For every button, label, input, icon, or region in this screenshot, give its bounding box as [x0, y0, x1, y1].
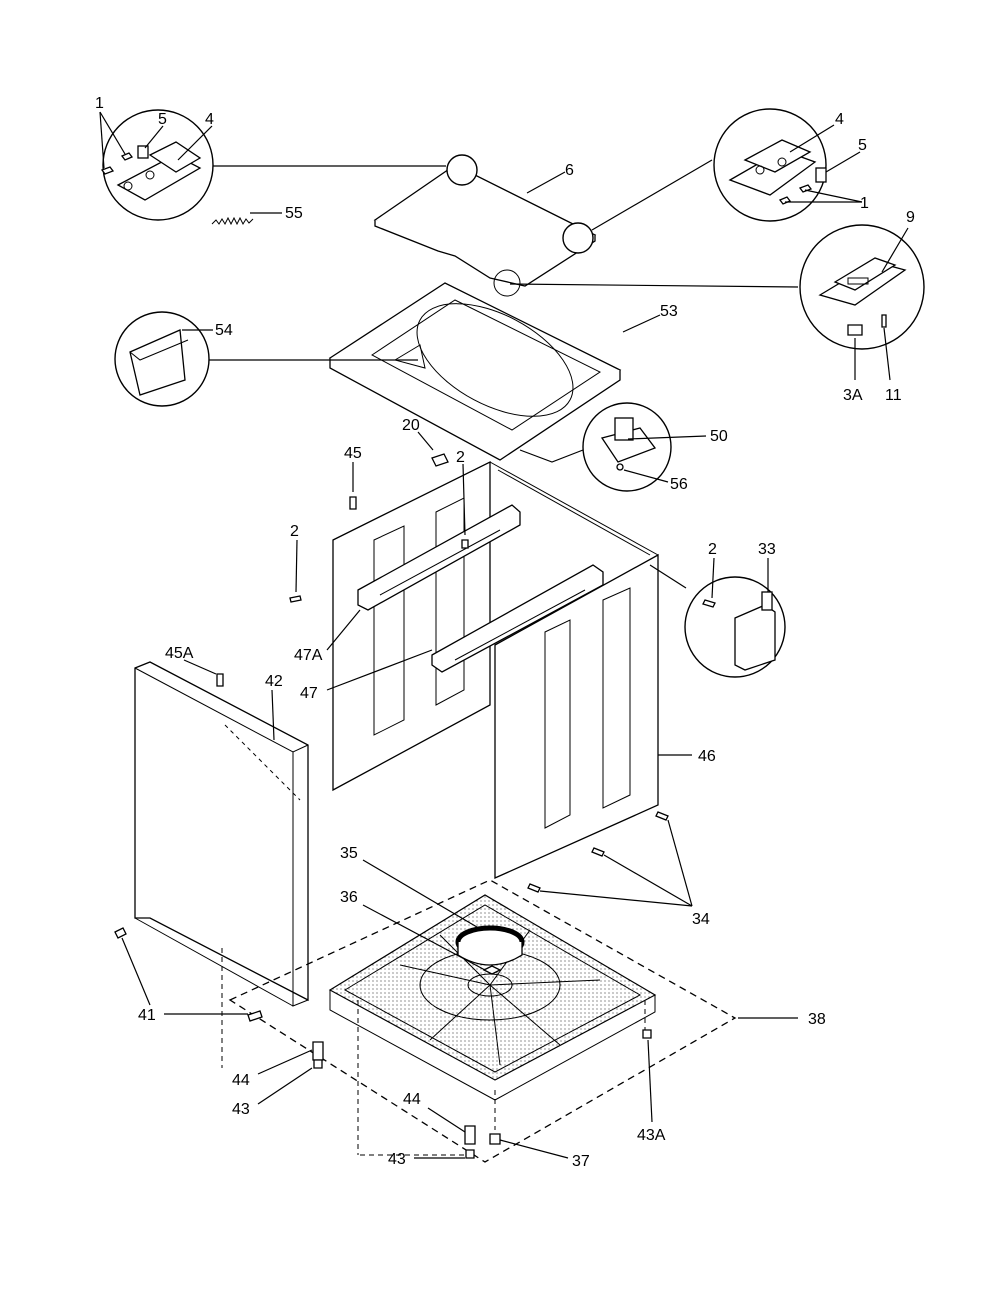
- callout-42: 42: [265, 673, 283, 690]
- top-panel-53: [328, 282, 661, 461]
- callout-1: 1: [95, 95, 104, 112]
- spring-55: [211, 212, 282, 226]
- side-panel-46: [494, 553, 692, 880]
- callout-35: 35: [340, 845, 358, 862]
- callout-45: 45: [344, 445, 362, 462]
- callout-43: 43: [232, 1101, 250, 1118]
- callout-2: 2: [708, 541, 717, 558]
- callout-5: 5: [858, 137, 867, 154]
- callout-53: 53: [660, 303, 678, 320]
- callout-labels: 1 5 4 55 6 4 5 1 9 3A 11 54 53 20 45 2 5…: [95, 95, 915, 1170]
- callout-43: 43: [388, 1151, 406, 1168]
- callout-4: 4: [205, 111, 214, 128]
- leaders-top-left: [99, 111, 446, 169]
- callout-36: 36: [340, 889, 358, 906]
- detail-hinge-right: [713, 108, 863, 222]
- screws-34: [527, 811, 693, 907]
- callout-33: 33: [758, 541, 776, 558]
- callout-56: 56: [670, 476, 688, 493]
- callout-3A: 3A: [843, 387, 863, 404]
- callout-2: 2: [290, 523, 299, 540]
- callout-47: 47: [300, 685, 318, 702]
- detail-dispenser: [114, 311, 418, 407]
- callout-4: 4: [835, 111, 844, 128]
- callout-45A: 45A: [165, 645, 194, 662]
- callout-55: 55: [285, 205, 303, 222]
- feet: [114, 927, 653, 1159]
- callout-47A: 47A: [294, 647, 323, 664]
- callout-44: 44: [232, 1072, 250, 1089]
- callout-44: 44: [403, 1091, 421, 1108]
- base-38: [221, 859, 798, 1163]
- callout-11: 11: [885, 387, 902, 404]
- detail-switch: [519, 402, 707, 492]
- cabinet-screws: [183, 431, 469, 741]
- callout-50: 50: [710, 428, 728, 445]
- callout-2: 2: [456, 449, 465, 466]
- cabinet-frame: [332, 460, 659, 792]
- lid-6: [373, 154, 713, 297]
- callout-9: 9: [906, 209, 915, 226]
- callout-6: 6: [565, 162, 574, 179]
- callout-43A: 43A: [637, 1127, 666, 1144]
- callout-38: 38: [808, 1011, 826, 1028]
- callout-46: 46: [698, 748, 716, 765]
- detail-hinge-left: [100, 109, 214, 221]
- callout-54: 54: [215, 322, 233, 339]
- callout-37: 37: [572, 1153, 590, 1170]
- detail-lid-lock: [509, 224, 925, 381]
- callout-5: 5: [158, 111, 167, 128]
- callout-20: 20: [402, 417, 420, 434]
- callout-34: 34: [692, 911, 710, 928]
- callout-1: 1: [860, 195, 869, 212]
- detail-hinge-33: [649, 557, 786, 678]
- callout-41: 41: [138, 1007, 156, 1024]
- front-panel-42: [134, 661, 309, 1007]
